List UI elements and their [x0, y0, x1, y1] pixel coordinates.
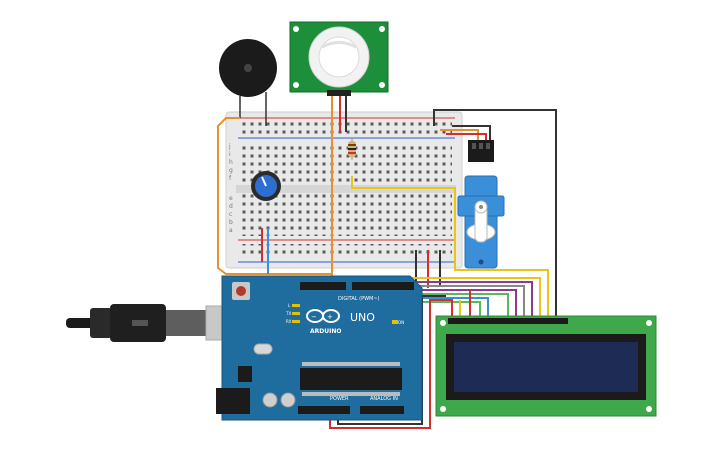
svg-text:+: + [327, 313, 333, 321]
analog-label: ANALOG IN [370, 396, 398, 402]
led-tx-label: TX [285, 311, 291, 316]
row-label-a: a [229, 227, 233, 234]
row-label-f: f [229, 175, 232, 182]
lcd-16x2 [435, 315, 657, 417]
arduino-uno: DIGITAL (PWM~) − + UNO ARDUINO TX RX L O… [216, 275, 423, 421]
wire-servo-ground [452, 125, 491, 140]
wire-servo-signal [440, 129, 479, 140]
row-label-d: d [229, 203, 233, 210]
row-label-g: g [229, 167, 233, 174]
digital-label: DIGITAL (PWM~) [338, 296, 380, 302]
arduino-logo: − + [306, 309, 340, 323]
wire-black-loop [433, 109, 557, 318]
wires [217, 96, 557, 429]
pir-sensor [289, 21, 389, 96]
wire-bottom-red [329, 299, 453, 429]
wire-yellow [351, 176, 549, 318]
svg-text:−: − [311, 313, 317, 321]
on-label: ON [398, 320, 404, 325]
brand-label: ARDUINO [310, 328, 341, 335]
resistor [348, 138, 356, 160]
row-label-e: e [229, 195, 233, 202]
wire-lcd-1 [350, 277, 541, 318]
potentiometer [251, 171, 281, 201]
piezo-buzzer [219, 39, 277, 126]
row-label-j: j [228, 143, 231, 150]
row-label-i: i [229, 151, 231, 158]
wire-servo-power [446, 133, 487, 140]
power-label: POWER [330, 396, 349, 402]
row-label-b: b [229, 219, 233, 226]
model-label: UNO [350, 311, 375, 324]
row-label-c: c [229, 211, 232, 218]
led-l-label: L [288, 303, 291, 308]
breadboard-row-labels: j i h g f e d c b a [228, 143, 233, 234]
usb-cable [66, 304, 249, 342]
row-label-h: h [229, 159, 233, 166]
led-rx-label: RX [286, 319, 292, 324]
wire-buzzer [217, 117, 332, 275]
servo-motor [457, 140, 505, 269]
